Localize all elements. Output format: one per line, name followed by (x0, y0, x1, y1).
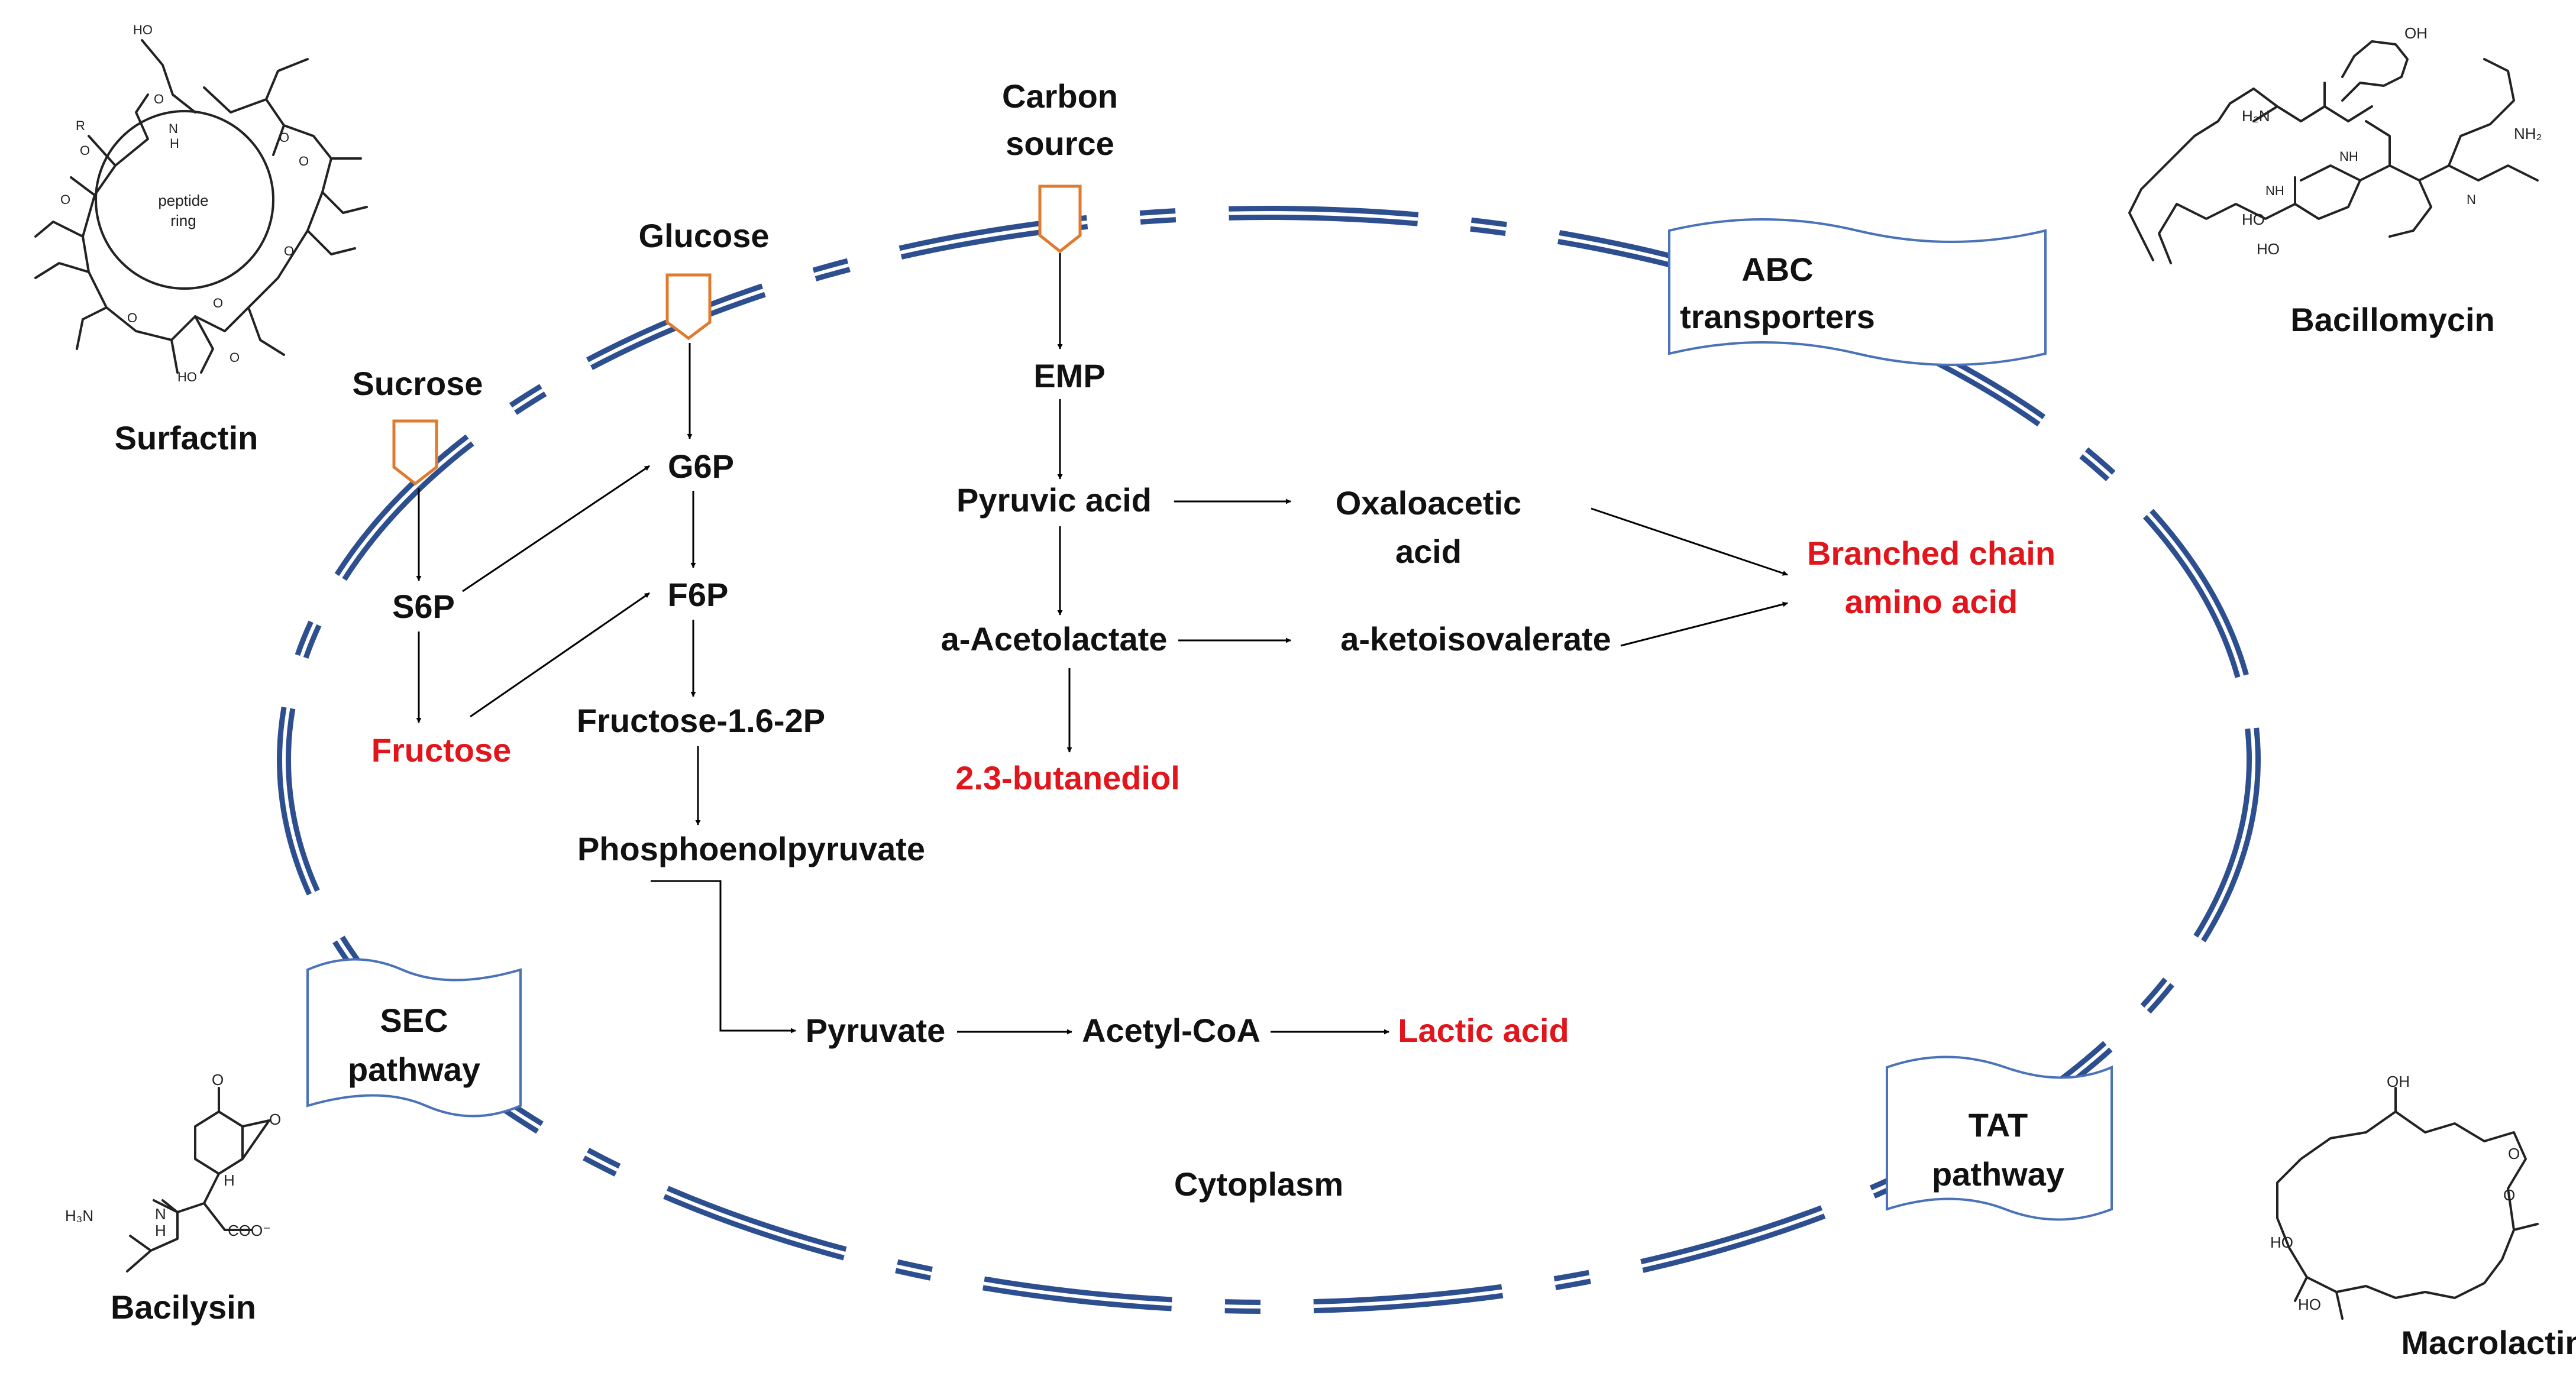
sucrose-label: Sucrose (353, 365, 483, 402)
surfactin-atom-o3: O (60, 192, 70, 207)
node-acetolactate: a-Acetolactate (941, 620, 1168, 658)
surfactin-atom-h: H (170, 136, 179, 151)
node-f6p: F6P (668, 576, 729, 613)
product-branched-chain-line2: amino acid (1845, 583, 2018, 620)
bacilysin-atom-h2: H (155, 1222, 166, 1239)
node-ketoisovalerate: a-ketoisovalerate (1340, 620, 1611, 658)
sucrose-channel (392, 419, 438, 486)
arrow-pep-to-pyruvate (651, 880, 796, 1034)
surfactin-atom-o7: O (127, 310, 137, 325)
node-s6p: S6P (392, 588, 455, 625)
surfactin-atom-o5: O (299, 154, 309, 169)
surfactin-atom-o9: O (230, 350, 240, 365)
carbon-source-channel (1038, 184, 1082, 254)
product-branched-chain-line1: Branched chain (1807, 535, 2055, 572)
pathway-arrows (416, 253, 1788, 1035)
tat-tag-line2: pathway (1932, 1155, 2064, 1193)
node-pyruvic-acid: Pyruvic acid (956, 481, 1152, 519)
surfactin-atom-o4: O (279, 130, 289, 145)
glucose-label: Glucose (639, 217, 770, 254)
node-g6p: G6P (668, 448, 734, 485)
bacillomycin-atom-ho1: HO (2242, 211, 2265, 228)
node-phosphoenolpyruvate: Phosphoenolpyruvate (577, 830, 925, 867)
carbon-source-label-line1: Carbon (1002, 77, 1118, 115)
cytoplasm-label: Cytoplasm (1174, 1165, 1343, 1203)
bacilysin-structure: O O H₃N N H COO⁻ H (65, 1071, 281, 1272)
macrolactin-atom-o1: O (2508, 1145, 2520, 1162)
surfactin-atom-o6: O (284, 244, 294, 258)
bacillomycin-atom-nh1: NH (2339, 149, 2358, 164)
bacillomycin-atom-h2n: H₂N (2242, 107, 2270, 125)
abc-transporters-tag: ABC transporters (1668, 218, 2047, 366)
bacilysin-atom-n: N (155, 1205, 166, 1223)
node-oxaloacetic-acid-line2: acid (1395, 533, 1462, 570)
bacillomycin-atom-ho2: HO (2257, 240, 2280, 258)
surfactin-atom-o2: O (80, 143, 90, 158)
glucose-channel (665, 273, 712, 341)
abc-tag-line1: ABC (1741, 251, 1813, 288)
bacillomycin-atom-nh2: NH₂ (2514, 125, 2542, 143)
surfactin-atom-ho-bottom: HO (177, 370, 197, 384)
macrolactin-name: Macrolactin (2401, 1324, 2576, 1361)
node-fructose-bisphosphate: Fructose-1.6-2P (577, 702, 825, 739)
node-pyruvate: Pyruvate (806, 1012, 946, 1049)
bacilysin-atom-coo: COO⁻ (228, 1222, 271, 1239)
arrow-oxaloacetic-to-branched (1591, 507, 1788, 576)
surfactin-atom-o1: O (154, 92, 164, 106)
tat-pathway-tag: TAT pathway (1886, 1055, 2113, 1221)
surfactin-atom-o8: O (213, 296, 223, 310)
abc-tag-line2: transporters (1680, 298, 1875, 335)
macrolactin-atom-oh: OH (2387, 1073, 2410, 1090)
product-lactic-acid: Lactic acid (1398, 1012, 1569, 1049)
surfactin-atom-n: N (169, 121, 178, 136)
surfactin-name: Surfactin (115, 419, 258, 456)
surfactin-ring-label-line2: ring (170, 212, 196, 229)
arrow-fructose-to-f6p (470, 592, 650, 718)
node-oxaloacetic-acid-line1: Oxaloacetic (1336, 484, 1521, 522)
surfactin-ring-circle (95, 110, 274, 290)
surfactin-atom-r: R (76, 118, 85, 133)
bacillomycin-atom-oh: OH (2404, 24, 2428, 42)
sec-tag-line2: pathway (348, 1051, 480, 1088)
macrolactin-atom-ho1: HO (2270, 1233, 2293, 1251)
bacilysin-atom-h3n: H₃N (65, 1207, 93, 1225)
node-emp: EMP (1033, 357, 1105, 394)
macrolactin-atom-ho2: HO (2298, 1296, 2321, 1313)
bacilysin-atom-o-ketone: O (212, 1071, 224, 1089)
carbon-source-label-line2: source (1006, 125, 1114, 162)
product-butanediol: 2.3-butanediol (955, 759, 1180, 796)
macrolactin-structure: OH O O HO HO (2270, 1073, 2539, 1320)
surfactin-structure: HO O R O O O O O O O O HO N H peptide ri… (34, 22, 368, 384)
sec-tag-line1: SEC (380, 1002, 448, 1039)
bacillomycin-atom-nh2b: NH (2265, 183, 2284, 198)
node-acetyl-coa: Acetyl-CoA (1082, 1012, 1260, 1049)
sec-pathway-tag: SEC pathway (306, 958, 522, 1118)
bacillomycin-structure: H₂N OH NH₂ HO HO NH NH N (2128, 24, 2542, 264)
arrow-ketoisovalerate-to-branched (1620, 601, 1788, 647)
tat-tag-line1: TAT (1969, 1106, 2028, 1144)
product-fructose: Fructose (371, 731, 512, 769)
bacillomycin-atom-n: N (2467, 192, 2476, 207)
bacilysin-name: Bacilysin (111, 1288, 256, 1326)
surfactin-ring-label-line1: peptide (158, 192, 208, 209)
bacillomycin-name: Bacillomycin (2290, 301, 2494, 338)
bacilysin-atom-o-epoxide: O (269, 1110, 281, 1128)
macrolactin-atom-o2: O (2503, 1186, 2515, 1204)
arrow-s6p-to-g6p (462, 465, 650, 592)
cell-membrane (277, 206, 2261, 1314)
surfactin-atom-ho-top: HO (133, 22, 153, 37)
bacilysin-atom-h1: H (224, 1171, 235, 1189)
